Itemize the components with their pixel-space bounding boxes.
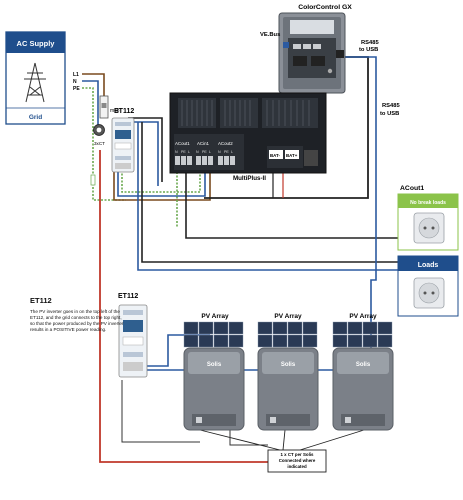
earth-link — [90, 174, 96, 186]
terminal-label: N — [218, 150, 221, 154]
terminal-label: L — [231, 150, 233, 154]
bat-plus-terminal — [285, 150, 299, 159]
ct-note-box: 1 x CT per Solis Connected where indicat… — [267, 449, 327, 473]
terminal-label: PE — [202, 150, 207, 154]
rs485-plug — [336, 50, 344, 58]
solis-inverter-3: Solis — [332, 347, 394, 431]
ct-note-line2: Connected where — [279, 458, 316, 463]
terminal-label: L — [209, 150, 211, 154]
solis-inverter-1: Solis — [183, 347, 245, 431]
pv-array-label: PV Array — [349, 313, 377, 320]
et112-bottom-meter — [118, 304, 148, 378]
pv-array-label: PV Array — [274, 313, 302, 320]
ct-note-line3: indicated — [287, 464, 307, 469]
loads-title: Loads — [418, 262, 439, 269]
et112-note-title: ET112 — [30, 296, 52, 305]
socket-icon — [413, 277, 445, 309]
label-pe: PE — [73, 86, 80, 92]
port-acin1: ACin1 — [197, 141, 210, 146]
bat-plus-label: BAT+ — [286, 153, 298, 158]
label-n: N — [73, 79, 77, 85]
inverter-label: Solis — [281, 362, 296, 368]
pylon-icon — [24, 62, 46, 103]
rs485-a-line2: to USB — [359, 47, 378, 53]
ct-label: 3xCT — [94, 141, 105, 146]
rs485-b-line1: RS485 — [382, 103, 401, 109]
et112-top-label: ET112 — [114, 108, 134, 115]
bat-minus-terminal — [269, 150, 283, 159]
multiplus-terminal-blocks — [175, 156, 235, 165]
inverter-label: Solis — [207, 362, 222, 368]
multiplus-ii — [169, 92, 327, 174]
solis-inverter-2: Solis — [257, 347, 319, 431]
pv-array-1: PV Array — [183, 313, 244, 348]
pv-array-3: PV Array — [332, 313, 393, 348]
vebus-port — [283, 42, 289, 48]
acout1-panel: No break loads — [397, 193, 459, 251]
ct-note-line1: 1 x CT per Solis — [281, 452, 314, 457]
rs485-a-line1: RS485 — [361, 40, 380, 46]
loads-panel: Loads — [397, 255, 459, 317]
grid-label: Grid — [29, 114, 42, 121]
et112-note-text: The PV inverter goes in on the top left … — [30, 309, 124, 332]
acout1-subtitle: No break loads — [410, 200, 446, 206]
terminal-label: N — [196, 150, 199, 154]
colorcontrol-gx — [278, 12, 346, 94]
port-acout2: ACout2 — [218, 141, 233, 146]
vebus-label: VE.Bus — [260, 32, 280, 38]
ac-supply-panel: AC Supply Grid — [5, 31, 66, 125]
et112-bottom-label: ET112 — [118, 293, 138, 300]
socket-icon — [413, 212, 445, 244]
terminal-label: PE — [181, 150, 186, 154]
ct-clamp — [93, 124, 105, 136]
mcb — [99, 95, 109, 119]
label-l1: L1 — [73, 72, 79, 78]
et112-top-meter — [111, 117, 135, 173]
terminal-label: L — [188, 150, 190, 154]
bat-minus-label: BAT- — [270, 153, 280, 158]
terminal-label: PE — [224, 150, 229, 154]
rs485-b-line2: to USB — [380, 111, 399, 117]
colorcontrol-title: ColorControl GX — [298, 4, 352, 11]
terminal-label: N — [175, 150, 178, 154]
mcb-label: mcb — [110, 108, 120, 114]
acout1-title: ACout1 — [400, 185, 424, 192]
pv-array-label: PV Array — [201, 313, 229, 320]
ac-supply-header — [6, 32, 65, 53]
multiplus-terminals: N PE L N PE L N PE L — [175, 150, 233, 154]
multiplus-port-labels: ACout1 ACin1 ACout2 — [175, 141, 233, 146]
multiplus-label: MultiPlus-II — [233, 175, 266, 182]
port-acout1: ACout1 — [175, 141, 190, 146]
pv-array-2: PV Array — [257, 313, 318, 348]
inverter-label: Solis — [356, 362, 371, 368]
ac-supply-title: AC Supply — [17, 39, 56, 48]
